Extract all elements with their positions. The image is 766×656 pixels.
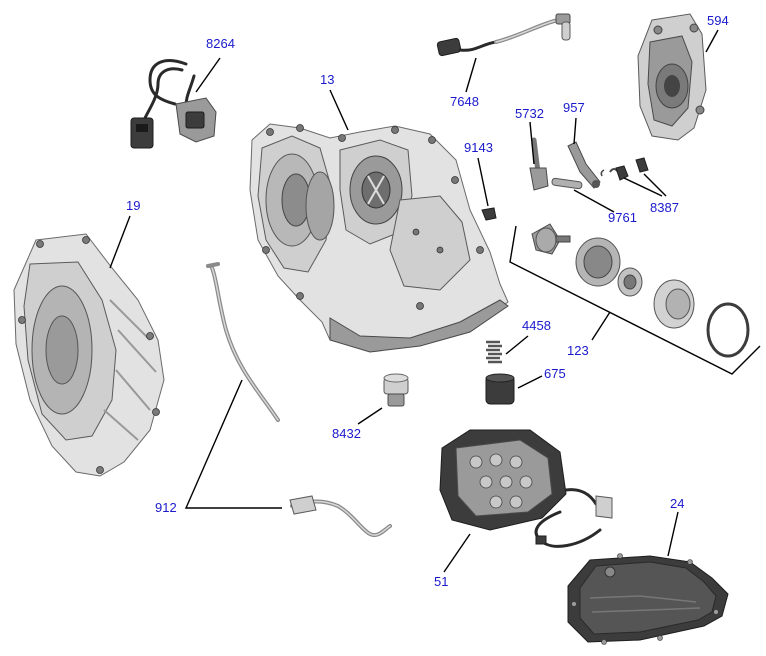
callout-8264: 8264 (206, 36, 235, 51)
part-912-cooler-lines (206, 262, 392, 537)
leader-5732 (529, 121, 535, 165)
leader-9143 (477, 157, 489, 207)
leader-675 (517, 375, 543, 389)
callout-912: 912 (155, 500, 177, 515)
callout-19: 19 (126, 198, 140, 213)
callout-9143: 9143 (464, 140, 493, 155)
part-8432-fitting (383, 373, 409, 407)
part-51-valve-body (439, 429, 613, 548)
part-13-transmission-case (249, 123, 509, 353)
callout-594: 594 (707, 13, 729, 28)
part-957-lever (567, 141, 601, 189)
part-9143-plug (481, 207, 497, 221)
callout-4458: 4458 (522, 318, 551, 333)
part-24-oil-pan (567, 553, 729, 645)
leader-7648 (465, 57, 477, 93)
leader-51 (443, 533, 471, 573)
leader-8387-b (643, 173, 667, 197)
part-19-bell-housing (13, 233, 165, 477)
callout-9761: 9761 (608, 210, 637, 225)
callout-labels: 8264 594 7648 13 5732 957 9143 9761 8387… (126, 13, 729, 589)
leader-8264 (195, 57, 221, 93)
callout-24: 24 (670, 496, 684, 511)
part-123-servo-group (531, 223, 750, 358)
callout-8432: 8432 (332, 426, 361, 441)
part-8264-harness (130, 59, 217, 149)
callout-51: 51 (434, 574, 448, 589)
callout-5732: 5732 (515, 106, 544, 121)
leader-9761 (573, 189, 615, 213)
callout-957: 957 (563, 100, 585, 115)
callout-13: 13 (320, 72, 334, 87)
part-5732-shift-shaft (529, 137, 549, 191)
leader-24 (667, 511, 679, 557)
callout-8387: 8387 (650, 200, 679, 215)
part-675-piston (485, 373, 515, 405)
part-594-rear-cover (637, 13, 707, 141)
leader-8387-a (623, 177, 663, 197)
callout-123: 123 (567, 343, 589, 358)
part-4458-spring (486, 340, 502, 364)
leader-957 (573, 117, 577, 145)
callout-7648: 7648 (450, 94, 479, 109)
leader-lines (109, 29, 761, 573)
leader-912 (184, 379, 282, 509)
leader-4458 (505, 335, 529, 355)
leader-13 (329, 89, 349, 131)
part-9761-pin (551, 177, 583, 190)
leader-8432 (357, 407, 383, 425)
part-7648-sensor-cable (436, 13, 571, 57)
leader-19 (109, 215, 131, 269)
callout-675: 675 (544, 366, 566, 381)
leader-123 (591, 311, 611, 341)
leader-594 (705, 29, 719, 53)
leader-123-bracket (509, 225, 761, 375)
part-8387-spring-clip (600, 157, 649, 181)
